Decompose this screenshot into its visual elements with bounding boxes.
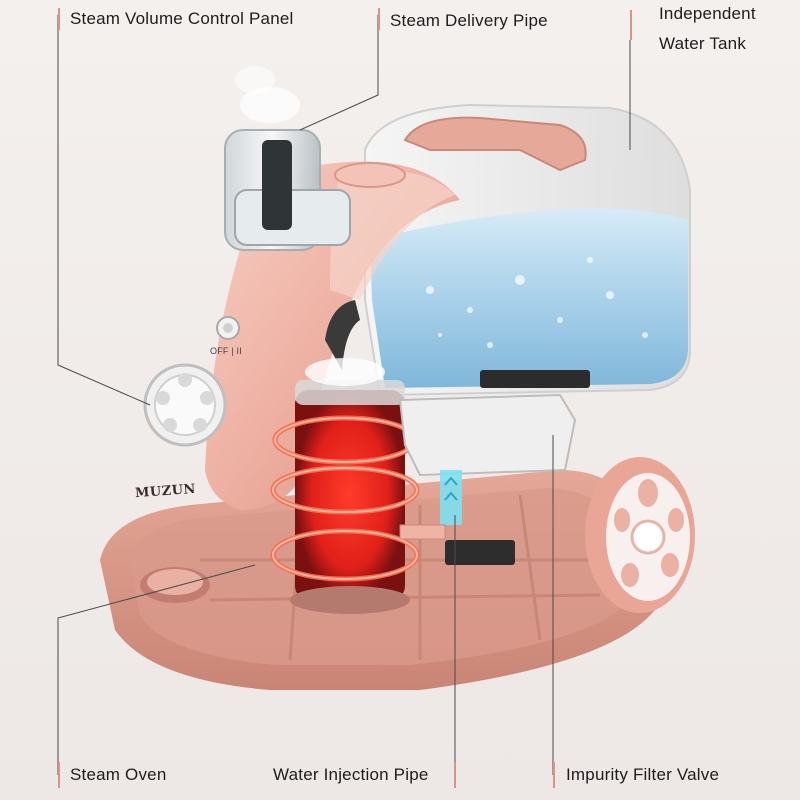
callout-steam-delivery-pipe: Steam Delivery Pipe	[390, 11, 548, 30]
filter-box	[398, 393, 577, 477]
callout-water-injection-pipe: Water Injection Pipe	[273, 765, 429, 784]
callout-steam-oven: Steam Oven	[70, 765, 167, 784]
callout-tick	[454, 762, 456, 788]
callout-tick	[630, 10, 632, 40]
callout-tick	[553, 762, 555, 788]
callout-tick	[58, 8, 60, 30]
callout-steam-volume-control-panel: Steam Volume Control Panel	[70, 9, 294, 28]
callout-impurity-filter-valve: Impurity Filter Valve	[566, 765, 720, 784]
callout-tick	[378, 8, 380, 30]
callout-independent-water-tank-line2: Water Tank	[659, 34, 747, 53]
callout-tick	[58, 762, 60, 788]
steam-oven	[295, 390, 405, 600]
callout-independent-water-tank-line1: Independent	[659, 4, 756, 23]
knob-marks: OFF | II	[210, 346, 242, 356]
